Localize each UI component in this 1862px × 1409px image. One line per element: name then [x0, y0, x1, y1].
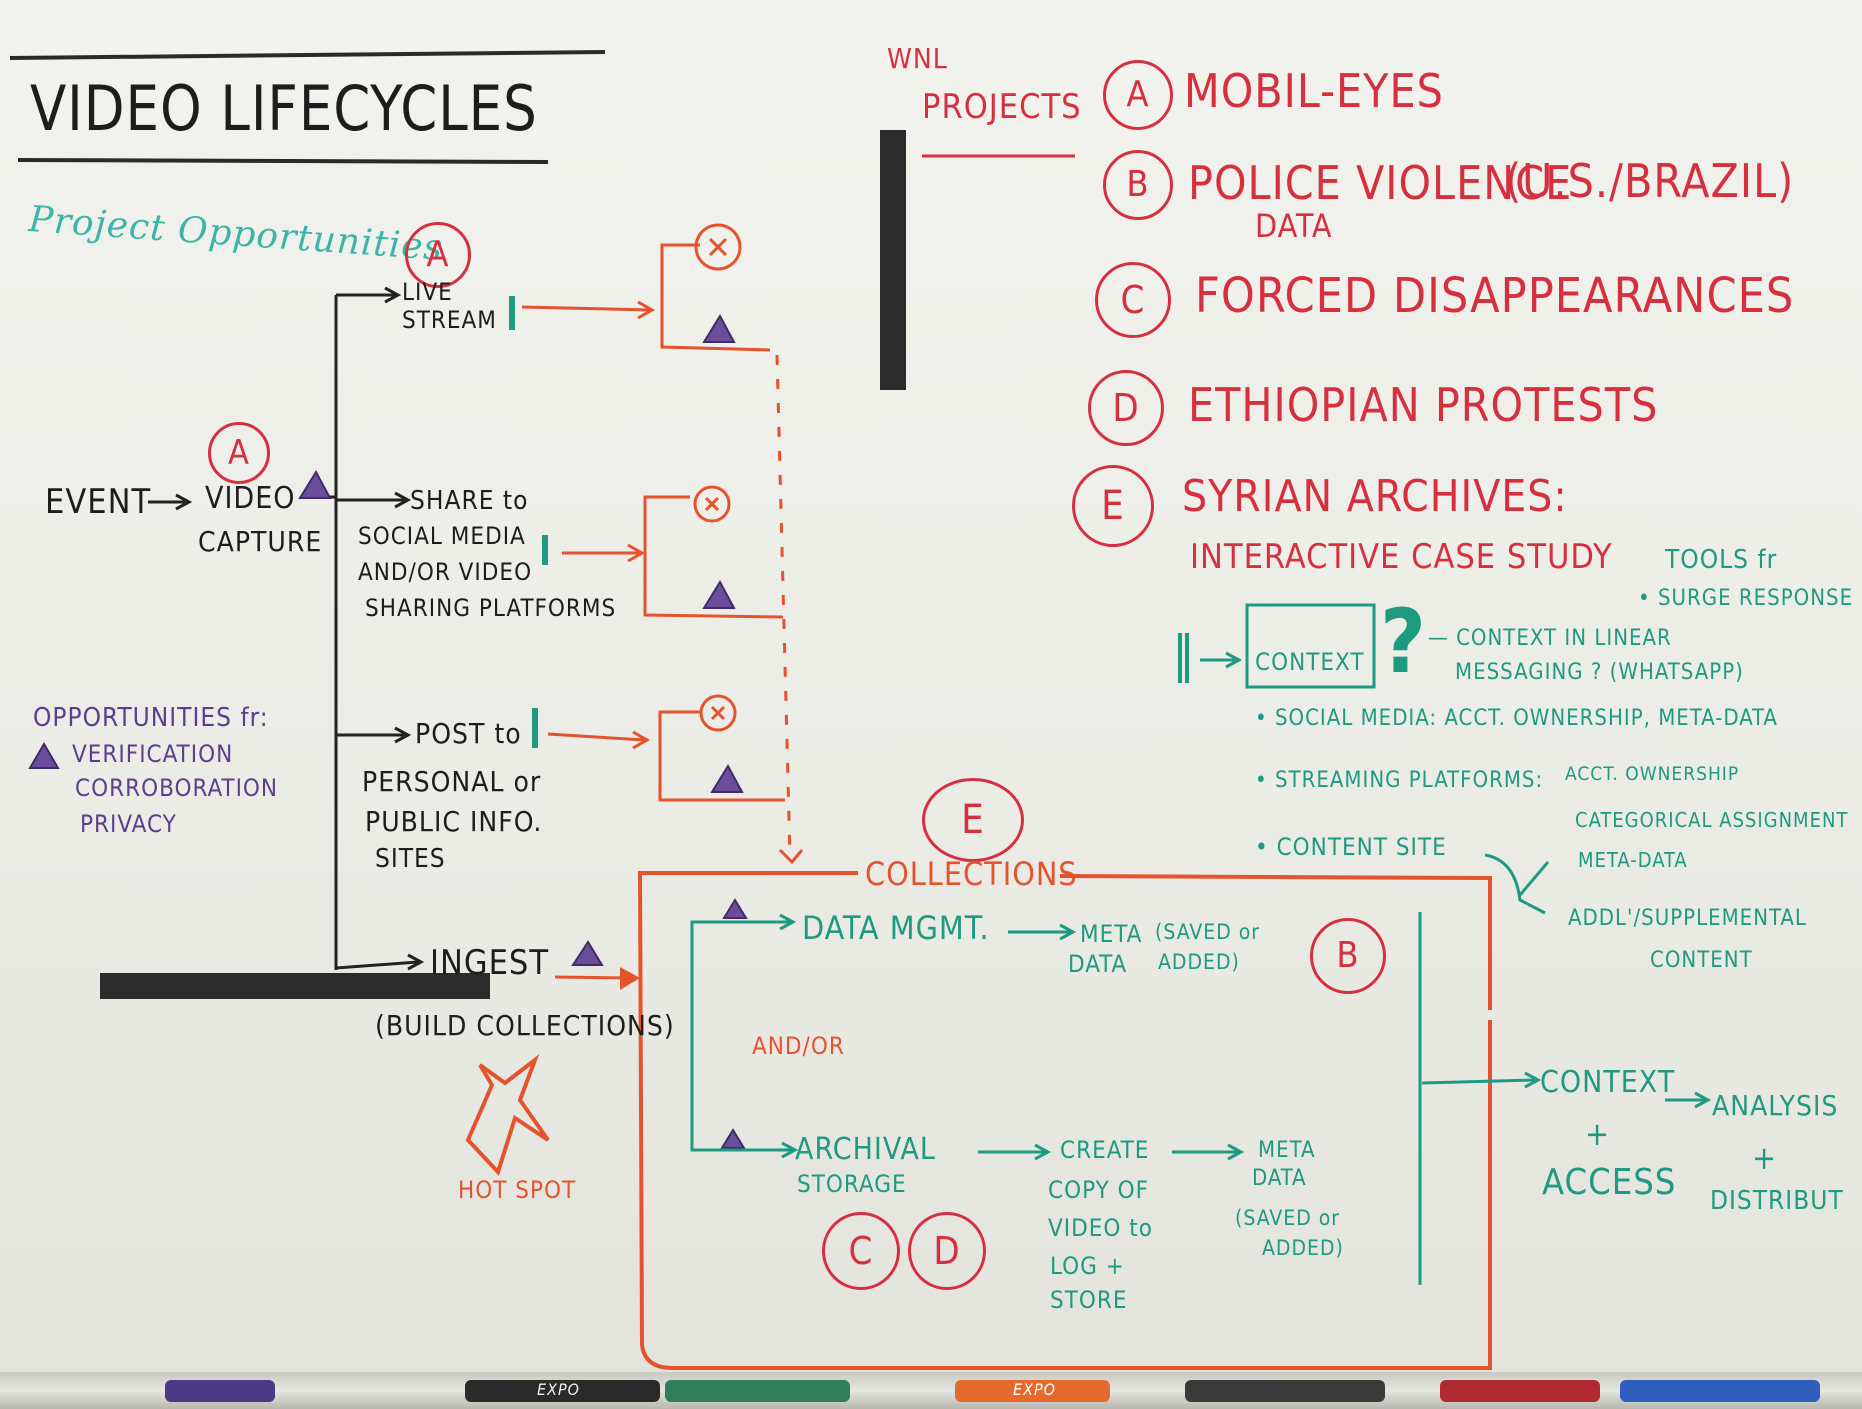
create-line-5: STORE: [1050, 1286, 1128, 1314]
opportunities-heading: OPPORTUNITIES fr:: [33, 703, 269, 733]
streaming-item-3: META-DATA: [1578, 848, 1688, 872]
data-label: DATA: [1068, 950, 1128, 978]
plus-2: +: [1752, 1139, 1778, 1177]
wnl-label: WNL: [887, 42, 948, 75]
saved-or-label: (SAVED or: [1155, 920, 1261, 944]
context-output-label: CONTEXT: [1540, 1065, 1676, 1100]
page-title: VIDEO LIFECYCLES: [30, 72, 538, 145]
capture-label: CAPTURE: [198, 525, 323, 558]
collections-badge-b: B: [1310, 918, 1386, 994]
collections-badge-c: C: [822, 1212, 900, 1290]
create-line-4: LOG +: [1050, 1252, 1125, 1280]
hot-spot-label: HOT SPOT: [458, 1176, 577, 1204]
post-line-4: SITES: [375, 844, 446, 874]
opportunity-corroboration: CORROBORATION: [75, 774, 279, 802]
context-linear-2: MESSAGING ? (WHATSAPP): [1455, 660, 1744, 685]
expo-brand-1: EXPO: [537, 1380, 580, 1399]
content-site-line: • CONTENT SITE: [1255, 833, 1447, 861]
purple-marker[interactable]: [165, 1380, 275, 1402]
distribution-label: DISTRIBUT: [1710, 1186, 1844, 1216]
opportunity-verification: VERIFICATION: [72, 740, 234, 768]
surge-response: • SURGE RESPONSE: [1638, 586, 1854, 611]
post-line-1: POST to: [415, 717, 522, 750]
analysis-label: ANALYSIS: [1712, 1089, 1839, 1122]
collections-badge-e: E: [922, 778, 1024, 862]
project-d-name: ETHIOPIAN PROTESTS: [1188, 378, 1659, 432]
dark-marker[interactable]: [1185, 1380, 1385, 1402]
black-marker[interactable]: EXPO: [465, 1380, 660, 1402]
and-or-label: AND/OR: [752, 1032, 845, 1060]
saved-or-label-2: (SAVED or: [1235, 1206, 1341, 1230]
red-marker[interactable]: [1440, 1380, 1600, 1402]
meta-label-2: META: [1258, 1138, 1316, 1163]
collections-badge-d: D: [908, 1212, 986, 1290]
post-line-2: PERSONAL or: [362, 765, 542, 798]
tools-heading: TOOLS fr: [1665, 545, 1778, 575]
share-line-4: SHARING PLATFORMS: [365, 594, 617, 622]
project-c-badge: C: [1095, 262, 1171, 338]
share-line-2: SOCIAL MEDIA: [358, 522, 526, 550]
data-label-2: DATA: [1252, 1166, 1307, 1191]
create-line-2: COPY OF: [1048, 1176, 1150, 1204]
project-b-badge: B: [1103, 150, 1173, 220]
share-line-1: SHARE to: [410, 486, 529, 516]
collections-label: COLLECTIONS: [865, 855, 1078, 893]
project-b-region: (U.S./BRAZIL): [1505, 154, 1795, 208]
badge-a-capture: A: [208, 422, 270, 484]
opportunity-privacy: PRIVACY: [80, 810, 177, 838]
addl-line-2: CONTENT: [1650, 948, 1753, 973]
project-a-name: MOBIL-EYES: [1184, 64, 1444, 118]
meta-label: META: [1080, 920, 1143, 948]
added-label-2: ADDED): [1262, 1236, 1344, 1260]
video-label: VIDEO: [205, 481, 296, 516]
green-marker[interactable]: [665, 1380, 850, 1402]
projects-label: PROJECTS: [922, 87, 1082, 127]
context-linear-1: — CONTEXT IN LINEAR: [1428, 626, 1672, 651]
project-c-name: FORCED DISAPPEARANCES: [1195, 268, 1795, 324]
streaming-item-2: CATEGORICAL ASSIGNMENT: [1575, 808, 1849, 832]
badge-a-live: A: [405, 222, 471, 288]
addl-line-1: ADDL'/SUPPLEMENTAL: [1568, 906, 1807, 931]
create-line-3: VIDEO to: [1048, 1214, 1153, 1242]
live-label: LIVE: [402, 278, 453, 306]
project-e-name: SYRIAN ARCHIVES:: [1182, 471, 1568, 522]
project-e-badge: E: [1072, 465, 1154, 547]
project-b-name: POLICE VIOLENCE: [1188, 156, 1573, 210]
added-label: ADDED): [1158, 950, 1240, 974]
streaming-item-1: ACCT. OWNERSHIP: [1565, 763, 1740, 785]
project-d-badge: D: [1088, 370, 1164, 446]
project-e-sub: INTERACTIVE CASE STUDY: [1190, 537, 1613, 577]
access-label: ACCESS: [1542, 1162, 1677, 1203]
social-media-line: • SOCIAL MEDIA: ACCT. OWNERSHIP, META-DA…: [1255, 706, 1778, 731]
orange-marker[interactable]: EXPO: [955, 1380, 1110, 1402]
blue-marker[interactable]: [1620, 1380, 1820, 1402]
plus-1: +: [1585, 1115, 1611, 1153]
share-line-3: AND/OR VIDEO: [358, 558, 533, 586]
streaming-line: • STREAMING PLATFORMS:: [1255, 768, 1544, 793]
project-b-sub: DATA: [1255, 207, 1333, 245]
stream-label: STREAM: [402, 306, 497, 334]
post-line-3: PUBLIC INFO.: [365, 805, 543, 838]
create-line-1: CREATE: [1060, 1136, 1150, 1164]
project-a-badge: A: [1103, 60, 1173, 130]
archival-label: ARCHIVAL: [795, 1132, 936, 1167]
storage-label: STORAGE: [797, 1170, 907, 1198]
question-mark: ?: [1380, 590, 1427, 693]
expo-brand-2: EXPO: [1013, 1380, 1056, 1399]
build-collections-label: (BUILD COLLECTIONS): [375, 1009, 675, 1042]
ingest-label: INGEST: [430, 943, 550, 983]
event-label: EVENT: [45, 482, 152, 522]
data-mgmt-label: DATA MGMT.: [802, 909, 990, 947]
context-box-label: CONTEXT: [1255, 648, 1365, 676]
